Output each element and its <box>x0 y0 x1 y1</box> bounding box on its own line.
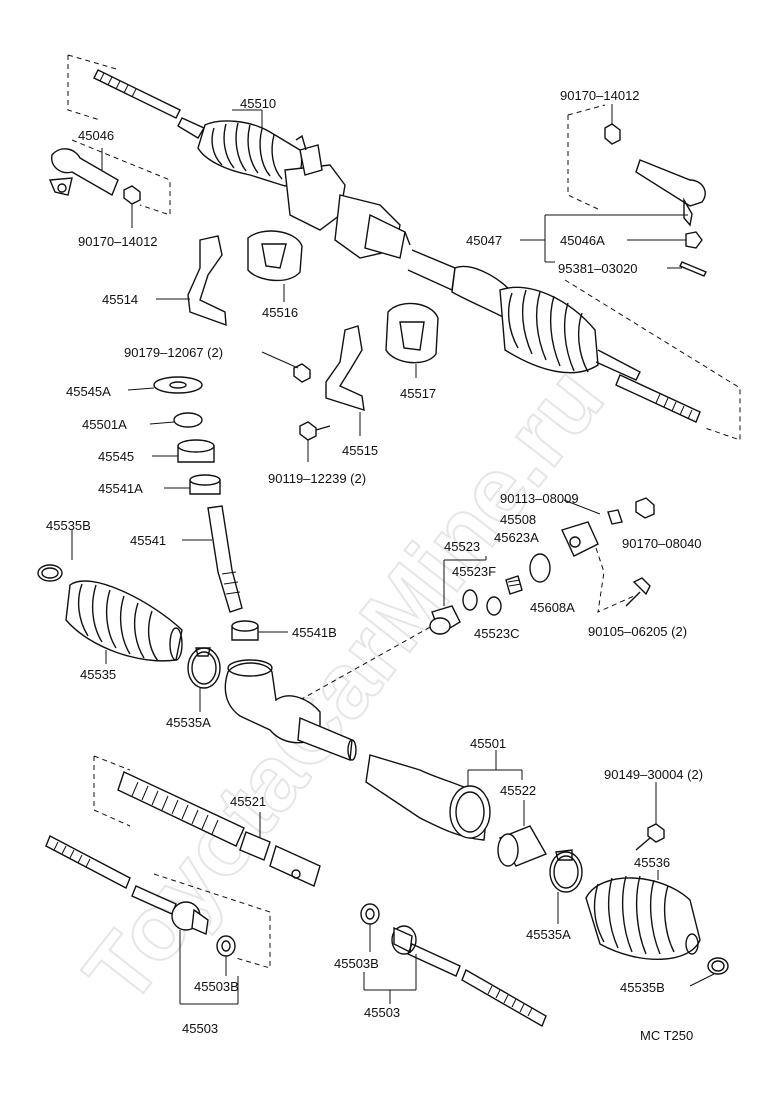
label-45508: 45508 <box>500 512 536 527</box>
bushing-45522 <box>497 800 548 867</box>
rack-guide-parts <box>299 497 655 701</box>
label-45608A: 45608A <box>530 600 575 615</box>
label-45501: 45501 <box>470 736 506 751</box>
tie-rod-45503-left <box>45 835 271 1005</box>
label-45503B-mid: 45503B <box>334 956 379 971</box>
label-90149-30004: 90149–30004 (2) <box>604 767 703 782</box>
label-45047: 45047 <box>466 233 502 248</box>
seal-stack <box>127 376 221 495</box>
bushing-45516 <box>247 230 303 302</box>
label-45535B-bottom: 45535B <box>620 980 665 995</box>
label-45523: 45523 <box>444 539 480 554</box>
part-labels: 45510 45046 90170–14012 90170–14012 4504… <box>46 88 703 1043</box>
label-45503-mid: 45503 <box>364 1005 400 1020</box>
clamp-45535A-right <box>549 849 583 924</box>
pinion-45541 <box>182 505 288 641</box>
label-90170-14012-top: 90170–14012 <box>560 88 640 103</box>
label-90105-06205: 90105–06205 (2) <box>588 624 687 639</box>
label-90113-08009: 90113–08009 <box>500 491 579 506</box>
label-45545: 45545 <box>98 449 134 464</box>
label-45623A: 45623A <box>494 530 539 545</box>
clamp-45535A-left <box>187 647 221 712</box>
label-45510: 45510 <box>240 96 276 111</box>
clamp-45535B-top <box>37 530 73 582</box>
rack-tube-upper <box>407 249 701 423</box>
label-45515: 45515 <box>342 443 378 458</box>
label-45521: 45521 <box>230 794 266 809</box>
bushing-45517 <box>385 302 439 378</box>
label-45046A: 45046A <box>560 233 605 248</box>
label-45535A-right: 45535A <box>526 927 571 942</box>
label-45535A-left: 45535A <box>166 715 211 730</box>
tie-rod-end-45047 <box>520 104 707 277</box>
label-45535B-top: 45535B <box>46 518 91 533</box>
rack-housing-lower <box>224 659 523 841</box>
bolt-90119 <box>299 421 331 462</box>
label-45535: 45535 <box>80 667 116 682</box>
label-45503-left: 45503 <box>182 1021 218 1036</box>
label-45523C: 45523C <box>474 626 520 641</box>
boot-45536 <box>585 870 701 960</box>
label-45503B-left: 45503B <box>194 979 239 994</box>
bolt-90149 <box>635 782 665 851</box>
label-45536: 45536 <box>634 855 670 870</box>
label-45541A: 45541A <box>98 481 143 496</box>
label-45046: 45046 <box>78 128 114 143</box>
clamp-45535B-bottom <box>689 957 729 987</box>
bracket-45514 <box>156 235 227 327</box>
upper-rack-assembly <box>67 54 741 441</box>
bracket-45515 <box>325 325 365 436</box>
label-90179-12067: 90179–12067 (2) <box>124 345 223 360</box>
tie-rod-end-45046 <box>48 139 171 228</box>
tie-rod-45503-mid <box>360 903 547 1028</box>
label-45517: 45517 <box>400 386 436 401</box>
label-45501A: 45501A <box>82 417 127 432</box>
label-45541: 45541 <box>130 533 166 548</box>
rack-housing-upper <box>284 134 411 259</box>
label-90170-14012-left: 90170–14012 <box>78 234 158 249</box>
label-45514: 45514 <box>102 292 138 307</box>
tie-rod-thread-upper <box>93 69 206 139</box>
bolt-90179 <box>261 351 311 383</box>
label-45545A: 45545A <box>66 384 111 399</box>
label-45516: 45516 <box>262 305 298 320</box>
boot-45535 <box>65 580 183 664</box>
label-90170-08040: 90170–08040 <box>622 536 702 551</box>
label-90119-12239: 90119–12239 (2) <box>268 471 366 486</box>
label-45523F: 45523F <box>452 564 496 579</box>
label-45541B: 45541B <box>292 625 337 640</box>
label-95381-03020: 95381–03020 <box>558 261 638 276</box>
label-45522: 45522 <box>500 783 536 798</box>
rack-45521 <box>93 755 321 887</box>
diagram-code: MC T250 <box>640 1028 693 1043</box>
